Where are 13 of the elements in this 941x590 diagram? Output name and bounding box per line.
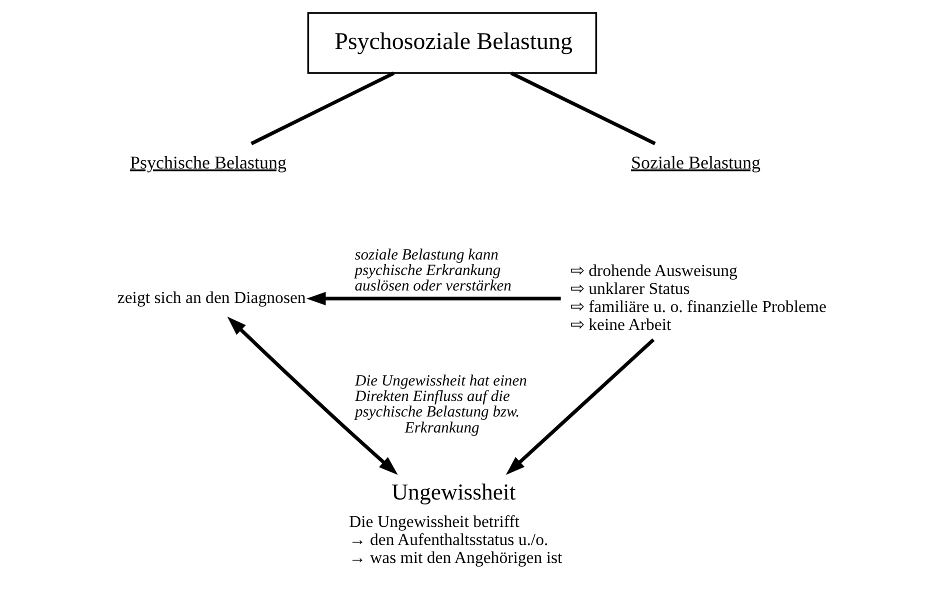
edge-label: Die Ungewissheit hat einen Direkten Einfluss auf die psychische Belastung bzw. Erkrankung [355,372,527,436]
node-box: Psychosoziale Belastung [307,12,598,74]
node-text: zeigt sich an den Diagnosen [117,288,306,308]
connector [250,71,395,146]
arrow [506,338,655,475]
node-text: Ungewissheit Die Ungewissheit betrifft → den Aufenthaltsstatus u./o. → was mit den Angehörigen ist [349,479,562,567]
node-text: Psychische Belastung [130,152,286,172]
arrow [306,292,561,306]
node-text: ⇨ drohende Ausweisung ⇨ unklarer Status ⇨ familiäre u. o. finanzielle Probleme ⇨ keine Arbeit [570,261,826,334]
edge-label: soziale Belastung kann psychische Erkrankung auslösen oder verstärken [354,246,512,295]
node-text: Soziale Belastung [631,152,760,172]
connector [510,71,656,146]
arrow [227,316,398,475]
